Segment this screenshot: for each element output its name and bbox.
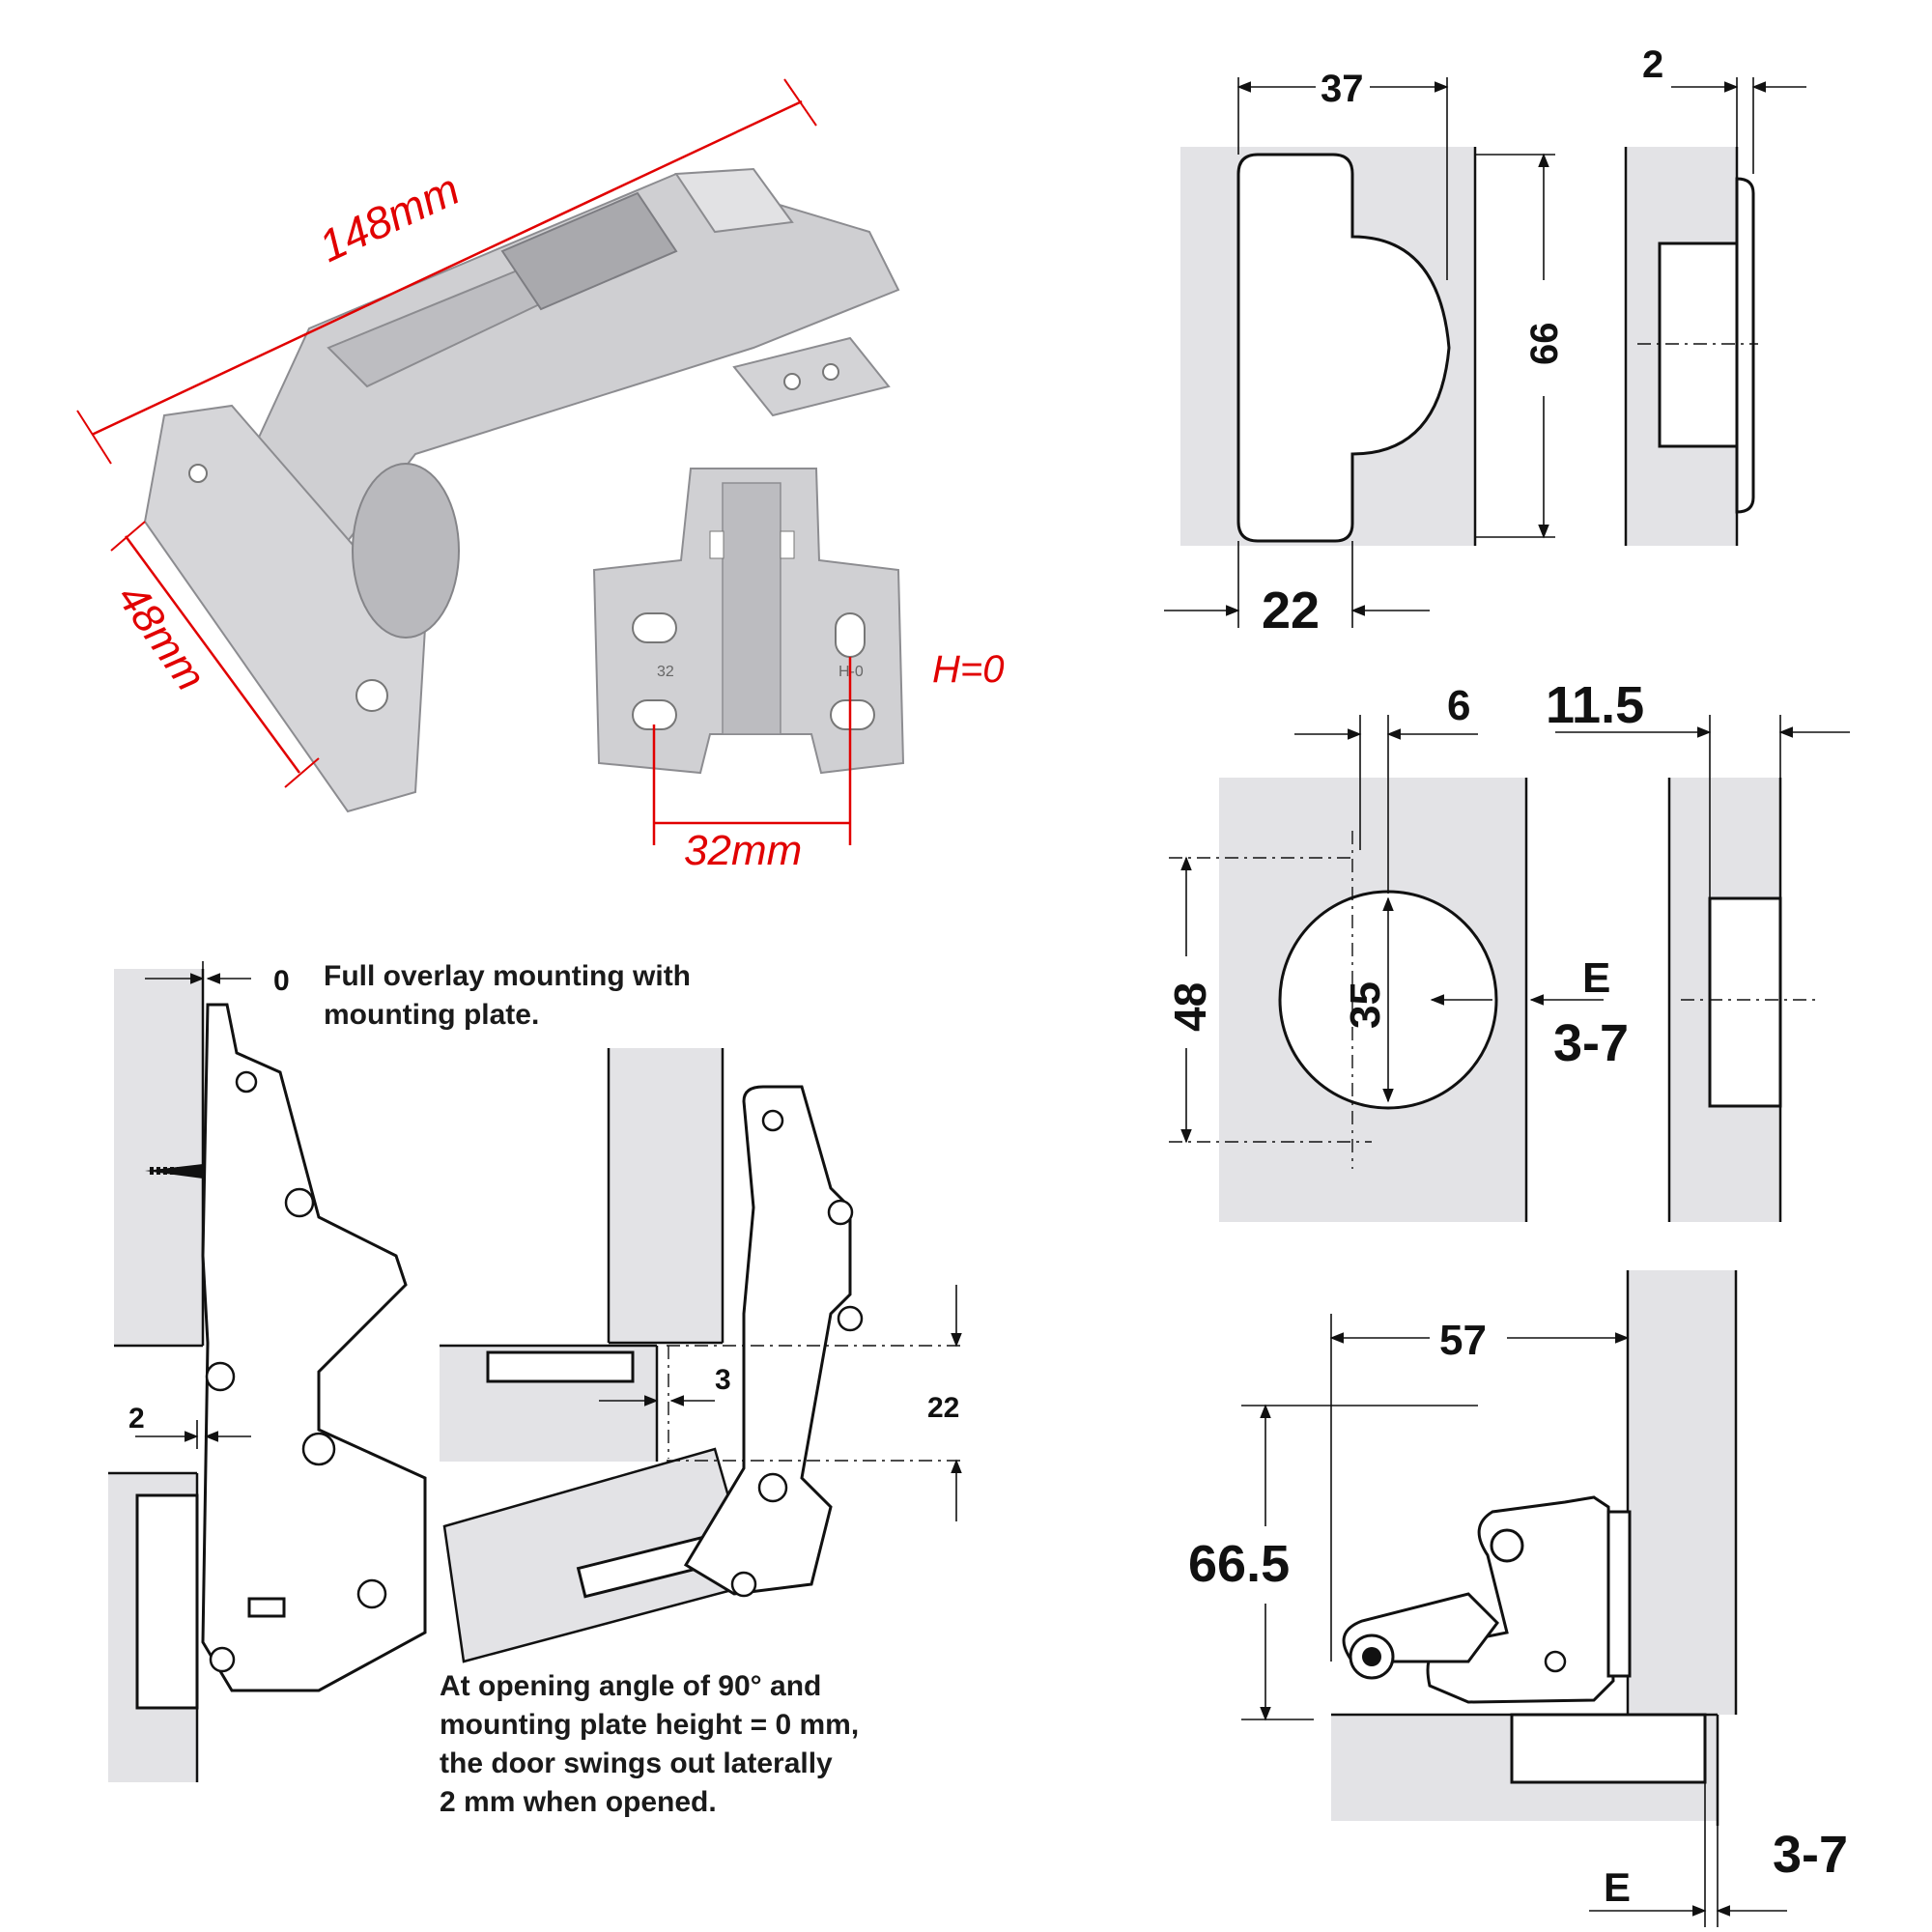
cup-top-view: 37 66 22 [1164,68,1566,639]
overlay-title-2: mounting plate. [324,999,539,1031]
cup-height-label: 66 [1523,323,1566,366]
side-edge-range-label: 3-7 [1773,1826,1848,1884]
spacing-label: 48 [1165,982,1215,1032]
plate-mark-32: 32 [657,664,674,680]
note-line-1: At opening angle of 90° and [440,1670,821,1702]
hinge-photo [143,167,900,813]
zero-label: 0 [273,965,290,997]
plate-spacing-label: 32mm [684,827,802,874]
gap-label: 3 [715,1364,731,1396]
plate-spacing-dimension: 32mm [652,657,852,874]
rise-label: 22 [927,1392,959,1424]
cup-side-view: 2 [1624,43,1806,546]
overlay-mounting-diagram: 0 2 Full overlay mounting with mounting … [108,960,691,1782]
side-width-label: 57 [1439,1317,1487,1364]
open-position-diagram: 22 3 At opening angle of 90° and mountin… [440,1048,966,1818]
side-height-label: 66.5 [1188,1535,1290,1593]
note-line-3: the door swings out laterally [440,1747,833,1779]
cup-bottom-label: 22 [1262,582,1320,639]
hinge-side-view: 57 66.5 E 3-7 [1188,1270,1848,1927]
edge-label: E [1582,954,1610,1002]
note-line-2: mounting plate height = 0 mm, [440,1709,859,1741]
drilling-depth-view: 11.5 [1546,676,1850,1222]
note-line-4: 2 mm when opened. [440,1786,717,1818]
drilling-view: 35 48 6 E 3-7 [1165,682,1629,1222]
length-label: 148mm [311,163,467,271]
side-edge-label: E [1604,1864,1631,1910]
cup-width-label: 37 [1321,68,1364,110]
swing-label: 2 [128,1403,145,1435]
cup-diameter-label: 35 [1342,981,1389,1029]
cup-side-label: 2 [1642,43,1663,86]
offset-label: 6 [1447,682,1470,729]
overlay-title-1: Full overlay mounting with [324,960,691,992]
plate-height-label: H=0 [932,648,1005,691]
depth-label: 11.5 [1546,676,1644,734]
edge-range-label: 3-7 [1553,1014,1629,1072]
mounting-plate-photo: 32 H-0 [592,468,905,775]
